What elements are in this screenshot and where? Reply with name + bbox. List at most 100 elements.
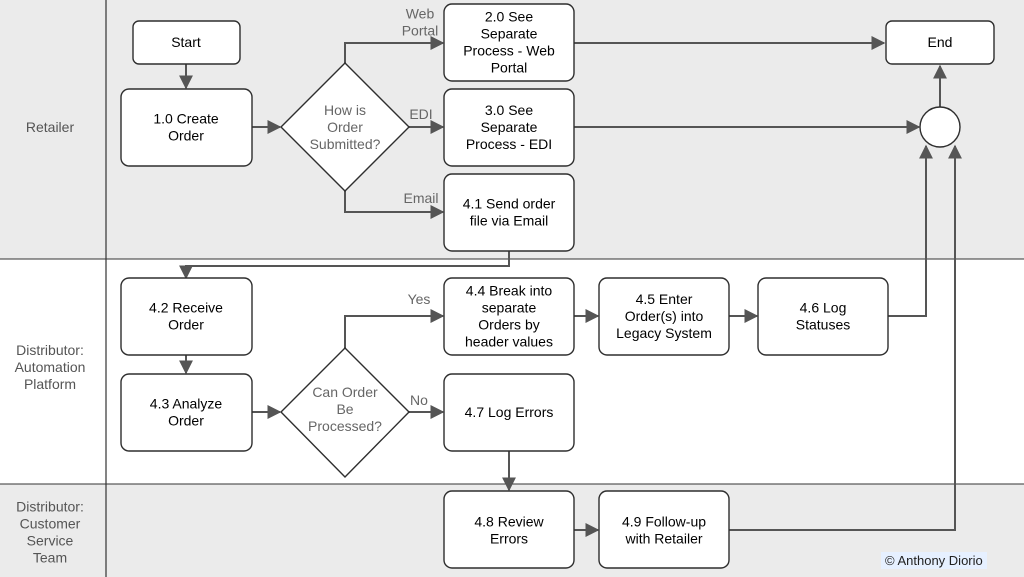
node-4.7-log-errors: 4.7 Log Errors (443, 373, 575, 452)
text-line: Order (168, 317, 204, 333)
text-line: Customer (20, 516, 81, 532)
lane-label-retailer: Retailer (26, 119, 75, 135)
text-line: Start (171, 34, 201, 50)
text-line: header values (465, 334, 553, 350)
svg-text:Start: Start (171, 34, 201, 50)
text-line: Portal (491, 60, 528, 76)
text-line: Portal (402, 23, 439, 39)
text-line: 4.9 Follow-up (622, 514, 706, 530)
text-line: file via Email (470, 213, 549, 229)
text-line: End (928, 34, 953, 50)
text-line: Distributor: (16, 342, 84, 358)
node-end: End (885, 20, 995, 65)
text-line: Platform (24, 376, 76, 392)
text-line: Order(s) into (625, 308, 704, 324)
text-line: EDI (409, 106, 432, 122)
text-line: 4.2 Receive (149, 300, 223, 316)
text-line: with Retailer (624, 531, 702, 547)
edge-decision-to-email (344, 191, 445, 219)
text-line: 3.0 See (485, 102, 533, 118)
edge-decision-to-4.4 (344, 309, 445, 348)
text-line: 2.0 See (485, 9, 533, 25)
text-line: Order (168, 413, 204, 429)
text-line: Processed? (308, 418, 382, 434)
text-line: Separate (481, 119, 538, 135)
text-line: separate (482, 300, 537, 316)
edge-4.9-to-merge (729, 144, 962, 531)
text-line: Yes (408, 291, 431, 307)
text-line: Submitted? (310, 136, 381, 152)
text-line: Web (406, 6, 435, 22)
edges (179, 36, 962, 537)
text-line: Order (168, 128, 204, 144)
svg-text:End: End (928, 34, 953, 50)
text-line: Distributor: (16, 499, 84, 515)
text-line: Service (27, 533, 74, 549)
text-line: 4.3 Analyze (150, 396, 223, 412)
edge-label-no: No (410, 392, 428, 408)
text-line: Be (336, 401, 353, 417)
text-line: 4.5 Enter (636, 291, 693, 307)
copyright-notice: © Anthony Diorio (881, 552, 987, 569)
text-line: Statuses (796, 317, 850, 333)
text-line: Team (33, 550, 67, 566)
text-line: Order (327, 119, 363, 135)
text-line: Retailer (26, 119, 75, 135)
edge-label-yes: Yes (408, 291, 431, 307)
edge-label-edi: EDI (409, 106, 432, 122)
text-line: Email (403, 190, 438, 206)
text-line: 4.4 Break into (466, 283, 553, 299)
edge-4.1-to-4.2 (179, 251, 510, 280)
edge-4.6-to-merge (888, 144, 933, 317)
text-line: Separate (481, 26, 538, 42)
text-line: How is (324, 102, 366, 118)
text-line: 1.0 Create (153, 111, 219, 127)
merge-circle (919, 106, 961, 148)
text-line: 4.6 Log (800, 300, 847, 316)
edge-label-email: Email (403, 190, 438, 206)
text-line: Legacy System (616, 325, 712, 341)
text-line: Process - Web (463, 43, 555, 59)
svg-text:4.7 Log Errors: 4.7 Log Errors (465, 404, 554, 420)
text-line: 4.1 Send order (463, 196, 556, 212)
text-line: Can Order (312, 384, 378, 400)
text-line: 4.8 Review (474, 514, 544, 530)
text-line: 4.7 Log Errors (465, 404, 554, 420)
text-line: Automation (15, 359, 86, 375)
node-start: Start (132, 20, 241, 65)
text-line: No (410, 392, 428, 408)
text-line: Process - EDI (466, 136, 552, 152)
text-line: Errors (490, 531, 528, 547)
edge-decision-to-web (344, 36, 445, 63)
text-line: Orders by (478, 317, 539, 333)
